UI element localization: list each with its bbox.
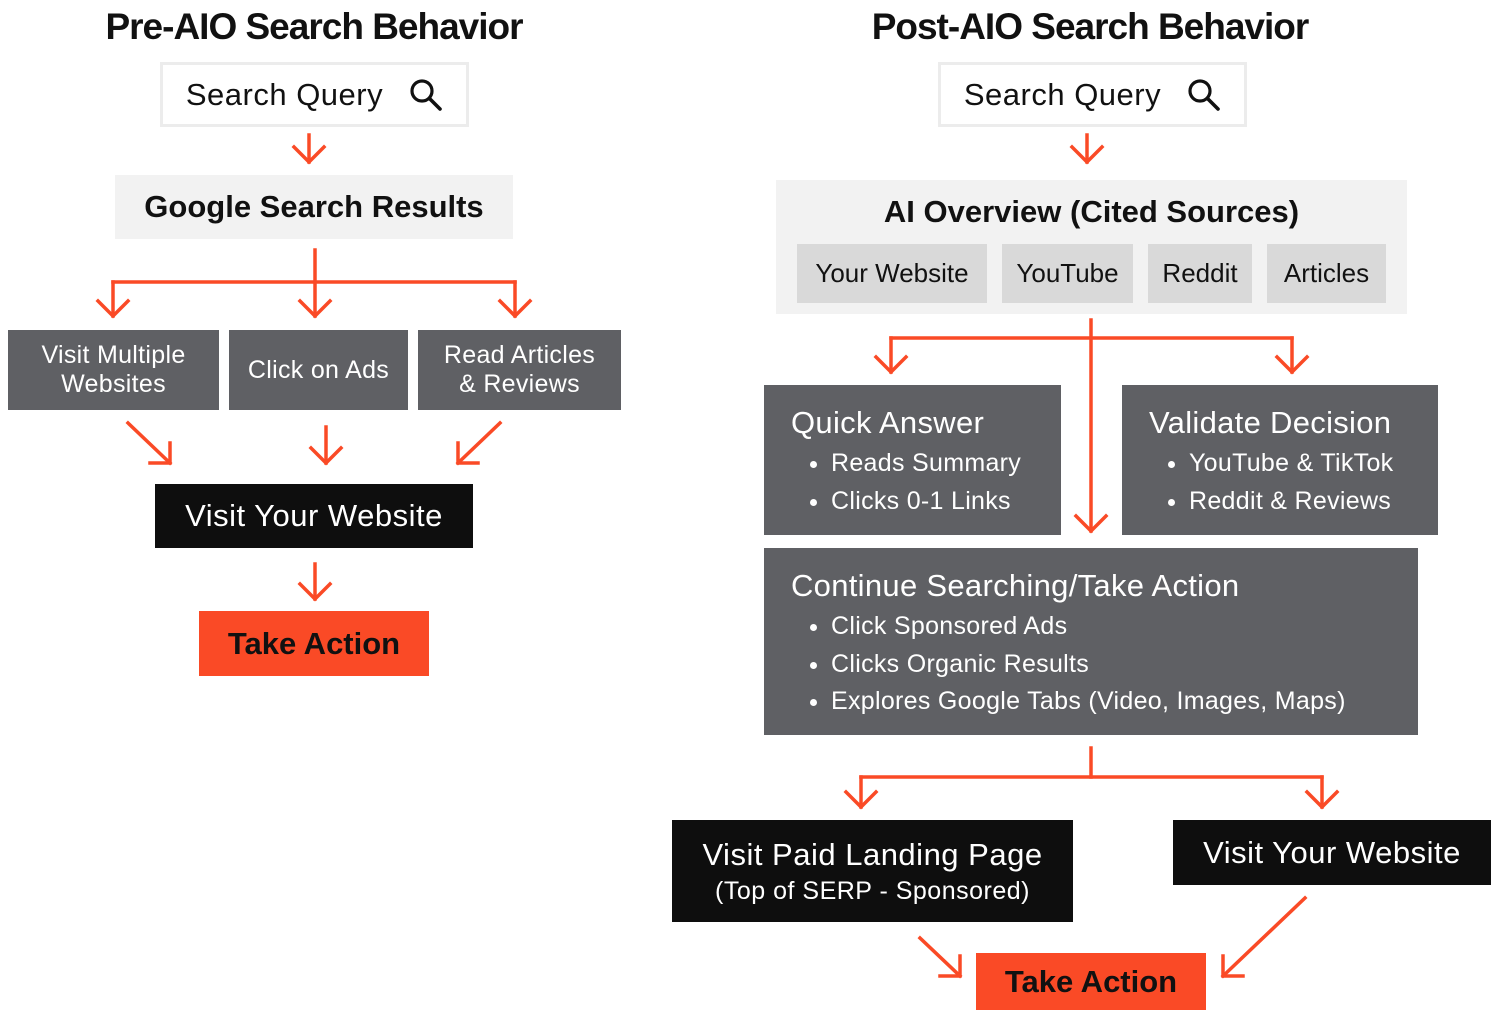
arrow-post-left-diag xyxy=(917,935,963,979)
validate-decision-title: Validate Decision xyxy=(1149,405,1392,440)
list-item: Reddit & Reviews xyxy=(1189,483,1438,521)
pre-visit-label: Visit Your Website xyxy=(185,498,443,533)
pre-aio-title: Pre-AIO Search Behavior xyxy=(105,6,523,47)
list-item: Clicks 0-1 Links xyxy=(831,483,1061,521)
validate-decision-panel: Validate Decision YouTube & TikTok Reddi… xyxy=(1122,385,1438,535)
source-chip-youtube: YouTube xyxy=(1002,244,1133,303)
post-take-action: Take Action xyxy=(976,953,1206,1010)
list-item: Click Sponsored Ads xyxy=(831,608,1418,646)
continue-searching-panel: Continue Searching/Take Action Click Spo… xyxy=(764,548,1418,735)
arrow-pre-query-results xyxy=(291,133,327,165)
post-search-query-box[interactable]: Search Query xyxy=(938,62,1247,127)
validate-decision-list: YouTube & TikTok Reddit & Reviews xyxy=(1149,445,1438,520)
list-item: YouTube & TikTok xyxy=(1189,445,1438,483)
visit-paid-landing-page: Visit Paid Landing Page (Top of SERP - S… xyxy=(672,820,1073,922)
ai-overview-title: AI Overview (Cited Sources) xyxy=(883,194,1300,229)
arrow-post-right-diag xyxy=(1220,895,1308,979)
ai-overview-panel: AI Overview (Cited Sources) Your Website… xyxy=(776,180,1407,314)
pre-take-action: Take Action xyxy=(199,611,429,676)
search-icon xyxy=(1188,78,1220,111)
arrow-post-continue-branch xyxy=(843,746,1340,810)
option-visit-multiple-websites: Visit Multiple Websites xyxy=(8,330,219,410)
option-click-on-ads: Click on Ads xyxy=(229,330,408,410)
source-chip-reddit: Reddit xyxy=(1148,244,1252,303)
quick-answer-list: Reads Summary Clicks 0-1 Links xyxy=(791,445,1061,520)
google-search-results: Google Search Results xyxy=(115,175,513,239)
source-chip-articles: Articles xyxy=(1267,244,1386,303)
post-search-query-label: Search Query xyxy=(963,76,1162,112)
arrow-pre-branch xyxy=(95,248,533,319)
list-item: Clicks Organic Results xyxy=(831,646,1418,684)
continue-searching-list: Click Sponsored Ads Clicks Organic Resul… xyxy=(791,608,1418,721)
quick-answer-title: Quick Answer xyxy=(791,405,985,440)
pre-visit-your-website: Visit Your Website xyxy=(155,484,473,548)
source-chip-your-website: Your Website xyxy=(797,244,987,303)
arrow-post-branch xyxy=(873,318,1310,534)
list-item: Explores Google Tabs (Video, Images, Map… xyxy=(831,683,1418,721)
post-visit-label: Visit Your Website xyxy=(1203,834,1461,870)
paid-landing-title: Visit Paid Landing Page xyxy=(702,836,1043,872)
arrow-pre-left-diag xyxy=(125,420,173,466)
arrow-pre-right-diag xyxy=(455,420,503,466)
arrow-pre-mid-down xyxy=(308,425,344,466)
continue-searching-title: Continue Searching/Take Action xyxy=(791,568,1240,603)
list-item: Reads Summary xyxy=(831,445,1061,483)
arrow-post-query-overview xyxy=(1069,133,1105,165)
post-aio-title: Post-AIO Search Behavior xyxy=(871,6,1310,47)
pre-search-query-box[interactable]: Search Query xyxy=(160,62,469,127)
post-visit-your-website: Visit Your Website xyxy=(1173,820,1491,885)
quick-answer-panel: Quick Answer Reads Summary Clicks 0-1 Li… xyxy=(764,385,1061,535)
option-read-articles-reviews: Read Articles & Reviews xyxy=(418,330,621,410)
pre-search-query-label: Search Query xyxy=(185,76,384,112)
arrow-pre-visit-action xyxy=(297,562,333,602)
paid-landing-subtitle: (Top of SERP - Sponsored) xyxy=(715,876,1030,905)
search-icon xyxy=(410,78,442,111)
